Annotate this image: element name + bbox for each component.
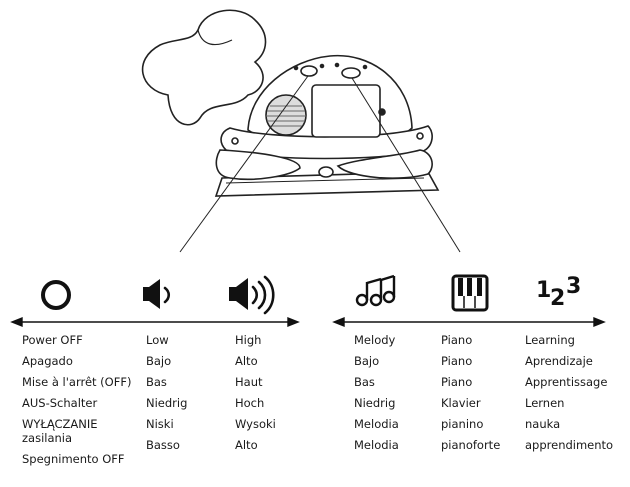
label-high-de: Hoch (235, 396, 265, 410)
learning-glyph-2: 2 (550, 286, 565, 311)
power-labels-column: Power OFF Apagado Mise à l'arrêt (OFF) A… (22, 330, 131, 470)
label-piano-en: Piano (441, 333, 473, 347)
turtle-head (141, 9, 267, 126)
label-piano-es: Piano (441, 354, 473, 368)
label-piano-pl: pianino (441, 417, 484, 431)
label-melody-pl: Melodia (354, 417, 399, 431)
label-melody-it: Melodia (354, 438, 399, 452)
label-power-pl-line1: WYŁĄCZANIE (22, 417, 98, 431)
label-piano-de: Klavier (441, 396, 481, 410)
range-arrow-left (10, 316, 300, 328)
label-piano-fr: Piano (441, 375, 473, 389)
power-off-circle-icon (41, 280, 71, 310)
turtle-tail (318, 166, 334, 178)
label-melody-en: Melody (354, 333, 396, 347)
label-high-it: Alto (235, 438, 258, 452)
label-low-en: Low (146, 333, 169, 347)
label-low-de: Niedrig (146, 396, 188, 410)
label-high-es: Alto (235, 354, 258, 368)
label-learning-de: Lernen (525, 396, 565, 410)
turtle-front-foot (215, 149, 301, 181)
turtle-toy-illustration (141, 9, 440, 197)
label-piano-it: pianoforte (441, 438, 501, 452)
label-low-fr: Bas (146, 375, 167, 389)
label-power-it: Spegnimento OFF (22, 452, 125, 466)
label-learning-en: Learning (525, 333, 575, 347)
label-power-pl-line2: zasilania (22, 431, 73, 445)
power-volume-switch (300, 65, 318, 77)
speaker-low-volume-icon (143, 279, 171, 309)
label-learning-es: Aprendizaje (525, 354, 593, 368)
toy-button-dot (378, 108, 386, 116)
label-learning-pl: nauka (525, 417, 561, 431)
numbers-123-icon: 1 2 3 (536, 274, 581, 311)
label-learning-it: apprendimento (525, 438, 614, 452)
leader-line-right (351, 77, 461, 253)
melody-labels-column: Melody Bajo Bas Niedrig Melodia Melodia (354, 330, 399, 456)
label-high-pl: Wysoki (235, 417, 276, 431)
mode-switch (341, 67, 361, 79)
speaker-high-volume-icon (229, 275, 275, 315)
piano-keys-icon (451, 274, 489, 312)
label-power-es: Apagado (22, 354, 73, 368)
label-power-de: AUS-Schalter (22, 396, 98, 410)
label-low-pl: Niski (146, 417, 174, 431)
label-melody-de: Niedrig (354, 396, 396, 410)
label-high-fr: Haut (235, 375, 263, 389)
learning-labels-column: Learning Aprendizaje Apprentissage Lerne… (525, 330, 613, 456)
label-power-en: Power OFF (22, 333, 83, 347)
shell-dot (231, 137, 239, 145)
toy-screen (311, 84, 381, 138)
label-melody-fr: Bas (354, 375, 375, 389)
speaker-grill (265, 94, 307, 136)
shell-dot (416, 132, 424, 140)
label-low-it: Basso (146, 438, 180, 452)
label-power-fr: Mise à l'arrêt (OFF) (22, 375, 132, 389)
learning-glyph-3: 3 (566, 274, 581, 299)
turtle-back-foot (336, 149, 433, 179)
label-learning-fr: Apprentissage (525, 375, 608, 389)
leader-line-left (179, 75, 309, 253)
label-high-en: High (235, 333, 262, 347)
low-labels-column: Low Bajo Bas Niedrig Niski Basso (146, 330, 187, 456)
label-melody-es: Bajo (354, 354, 380, 368)
learning-glyph-1: 1 (536, 278, 551, 303)
label-low-es: Bajo (146, 354, 172, 368)
piano-labels-column: Piano Piano Piano Klavier pianino pianof… (441, 330, 500, 456)
label-power-pl: WYŁĄCZANIE zasilania (22, 414, 131, 449)
high-labels-column: High Alto Haut Hoch Wysoki Alto (235, 330, 276, 456)
music-notes-icon (355, 274, 396, 307)
range-arrow-right (332, 316, 606, 328)
